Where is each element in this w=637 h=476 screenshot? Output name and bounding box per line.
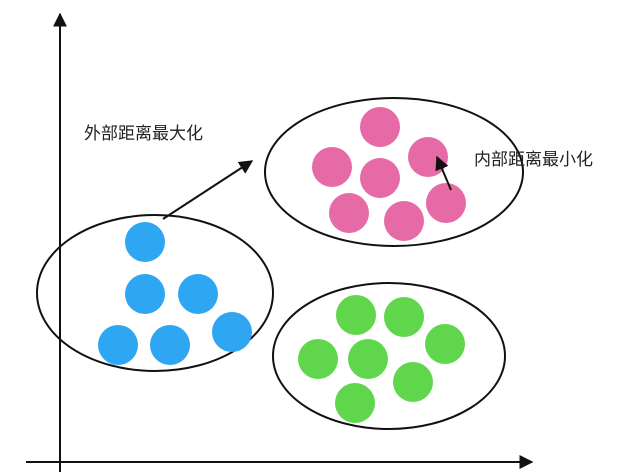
pink-cluster-boundary bbox=[264, 97, 524, 247]
green-point bbox=[393, 362, 433, 402]
green-point bbox=[348, 339, 388, 379]
pink-point bbox=[312, 147, 352, 187]
green-point bbox=[298, 339, 338, 379]
blue-cluster-boundary bbox=[36, 214, 274, 372]
pink-cluster-points bbox=[312, 107, 466, 241]
inner-distance-label: 内部距离最小化 bbox=[474, 150, 593, 170]
blue-point bbox=[125, 222, 165, 262]
blue-point bbox=[98, 325, 138, 365]
blue-point bbox=[178, 274, 218, 314]
pink-point bbox=[384, 201, 424, 241]
blue-point bbox=[212, 312, 252, 352]
green-point bbox=[336, 295, 376, 335]
blue-cluster-points bbox=[98, 222, 252, 365]
green-point bbox=[384, 297, 424, 337]
blue-point bbox=[150, 325, 190, 365]
pink-point bbox=[426, 183, 466, 223]
pink-point bbox=[360, 107, 400, 147]
green-cluster-boundary bbox=[272, 282, 506, 430]
green-point bbox=[425, 324, 465, 364]
blue-point bbox=[125, 274, 165, 314]
green-point bbox=[335, 383, 375, 423]
pink-point bbox=[360, 158, 400, 198]
pink-point bbox=[329, 193, 369, 233]
outer-distance-label: 外部距离最大化 bbox=[84, 124, 203, 144]
green-cluster-points bbox=[298, 295, 465, 423]
inner-distance-arrow bbox=[435, 155, 452, 191]
outer-distance-arrow bbox=[162, 160, 254, 220]
